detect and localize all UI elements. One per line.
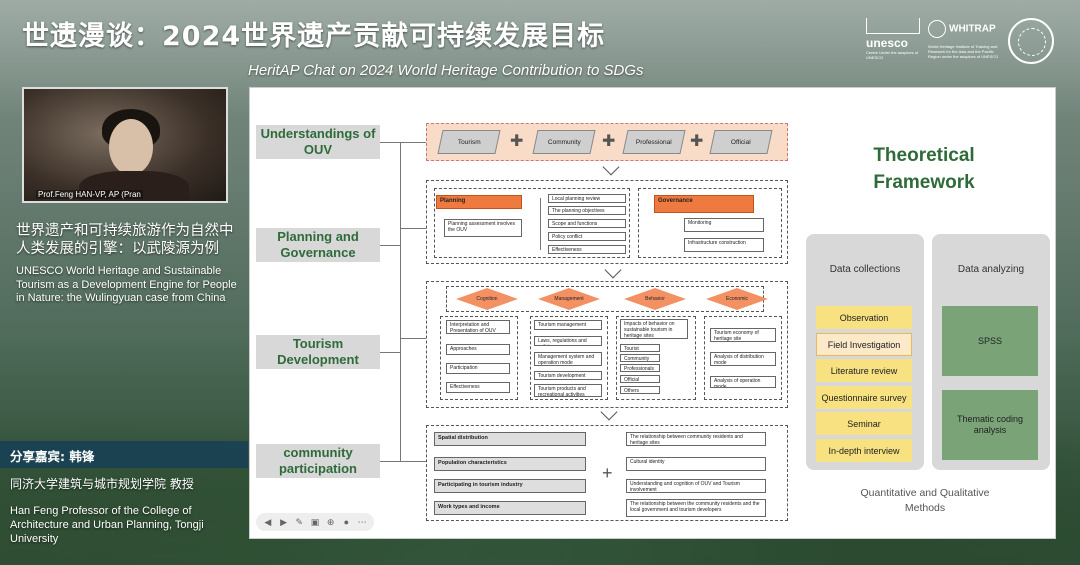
- chat-icon[interactable]: ●: [343, 516, 350, 527]
- planning-assessment: Planning assessment involves the OUV: [444, 219, 522, 237]
- community-row: [426, 425, 788, 521]
- methods-caption: Quantitative and Qualitative Methods: [860, 487, 990, 514]
- ouv-tag-professional: Professional: [622, 130, 686, 154]
- prev-icon[interactable]: ◀: [264, 516, 272, 527]
- data-analyzing-title: Data analyzing: [957, 264, 1025, 275]
- next-icon[interactable]: ▶: [280, 516, 287, 527]
- talk-title-zh: 世界遗产和可持续旅游作为自然中人类发展的引擎：以武陵源为例: [16, 223, 234, 257]
- plus-icon: +: [602, 463, 613, 483]
- pen-icon[interactable]: ✎: [295, 516, 304, 527]
- section-label-planning: Planning and Governance: [256, 228, 380, 262]
- ouv-tag-community: Community: [532, 130, 596, 154]
- page-subtitle: HeritAP Chat on 2024 World Heritage Cont…: [248, 62, 644, 79]
- guest-label: 分享嘉宾: 韩锋: [10, 449, 95, 464]
- speaker-name-tag: Prof.Feng HAN-VP, AP (Pran: [36, 190, 143, 199]
- chevron-down-icon: [604, 261, 622, 279]
- data-collections-title: Data collections: [829, 264, 901, 275]
- planning-head: Planning: [436, 195, 522, 209]
- guest-bar: 分享嘉宾: 韩锋: [0, 441, 248, 468]
- governance-head: Governance: [654, 195, 754, 213]
- talk-title-en: UNESCO World Heritage and Sustainable To…: [16, 265, 237, 304]
- slide-toolbar: ◀ ▶ ✎ ▣ ⊕ ● ⋯: [256, 513, 374, 531]
- plus-icon: ✚: [602, 133, 616, 150]
- plus-icon: ✚: [690, 133, 704, 150]
- zoom-icon[interactable]: ⊕: [326, 516, 335, 527]
- heritap-ring-logo: [1008, 18, 1054, 64]
- chevron-down-icon: [602, 158, 620, 176]
- guest-affiliation-zh: 同济大学建筑与城市规划学院 教授: [10, 477, 194, 491]
- whitrap-logo: WHITRAP World Heritage Institute of Trai…: [928, 20, 1003, 59]
- planning-row: [426, 180, 788, 264]
- data-collections-panel: Data collections Observation Field Inves…: [806, 234, 924, 470]
- ouv-tag-tourism: Tourism: [437, 130, 501, 154]
- framework-title: Theoretical Framework: [873, 145, 975, 193]
- more-icon[interactable]: ⋯: [357, 516, 367, 527]
- section-label-community: community participation: [256, 444, 380, 478]
- data-analyzing-panel: Data analyzing SPSS Thematic coding anal…: [932, 234, 1050, 470]
- screen-icon[interactable]: ▣: [310, 516, 320, 527]
- whitrap-emblem-icon: [928, 20, 946, 38]
- page-title: 世遗漫谈：2024世界遗产贡献可持续发展目标: [22, 21, 606, 52]
- unesco-logo: unesco Centre Under the auspices of UNES…: [866, 18, 920, 60]
- guest-affiliation-en: Han Feng Professor of the College of Arc…: [10, 505, 204, 545]
- tourism-row: [426, 281, 788, 408]
- ouv-tag-official: Official: [709, 130, 773, 154]
- presentation-slide: Understandings of OUV Planning and Gover…: [249, 87, 1056, 539]
- plus-icon: ✚: [510, 133, 524, 150]
- section-label-tourism: Tourism Development: [256, 335, 380, 369]
- section-label-ouv: Understandings of OUV: [256, 125, 380, 159]
- speaker-video[interactable]: Prof.Feng HAN-VP, AP (Pran: [22, 87, 228, 203]
- temple-icon: [866, 18, 920, 34]
